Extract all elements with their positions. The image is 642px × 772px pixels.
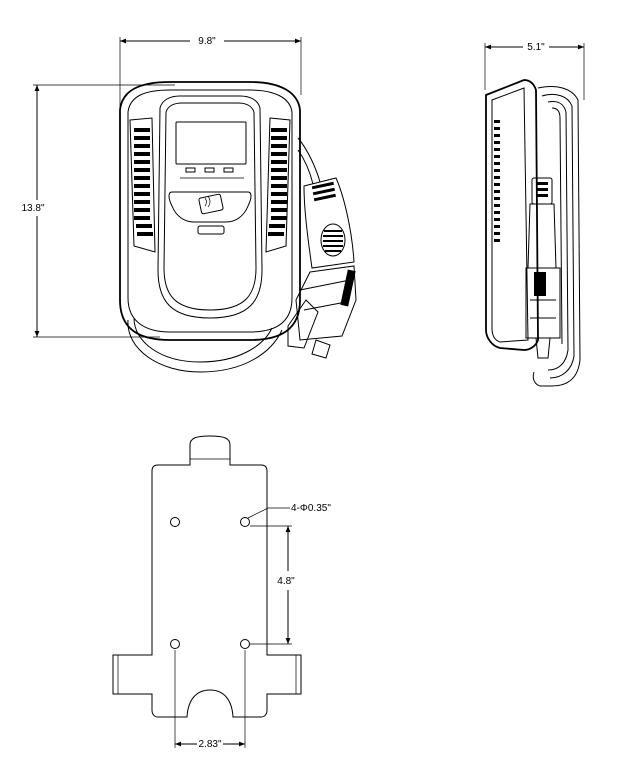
display-screen xyxy=(175,121,247,165)
hole-vertical-label: 4.8" xyxy=(277,576,295,587)
mounting-hole-bottom-right xyxy=(240,639,250,649)
left-vent-grille xyxy=(129,117,156,253)
hole-vertical-dimension: 4.8" xyxy=(277,526,295,644)
bracket-outline xyxy=(112,435,302,718)
side-view: 5.1" xyxy=(484,42,585,387)
hole-callout: 4-Φ0.35" xyxy=(247,503,331,519)
side-vent-grille xyxy=(494,120,500,242)
front-width-label: 9.8" xyxy=(198,36,216,47)
charging-connector xyxy=(287,177,357,359)
right-vent-grille xyxy=(265,117,291,253)
side-connector xyxy=(525,177,561,359)
side-depth-label: 5.1" xyxy=(527,42,545,53)
side-housing xyxy=(485,79,539,351)
front-height-dimension: 13.8" xyxy=(21,85,45,337)
rfid-card-icon xyxy=(198,193,224,215)
status-led-icon xyxy=(180,167,244,179)
charger-housing xyxy=(119,81,301,341)
front-height-label: 13.8" xyxy=(21,203,44,214)
mounting-hole-top-left xyxy=(170,517,180,527)
front-view: 9.8" 13.8" xyxy=(21,36,357,373)
hole-callout-label: 4-Φ0.35" xyxy=(291,503,331,514)
front-width-dimension: 9.8" xyxy=(120,36,301,47)
hole-horizontal-dimension: 2.83" xyxy=(175,739,245,750)
rfid-pad xyxy=(168,191,252,223)
front-face xyxy=(157,95,263,319)
side-cable-coil xyxy=(532,86,581,387)
mounting-hole-bottom-left xyxy=(170,639,180,649)
mounting-bracket: 4-Φ0.35" 4.8" 2.83" xyxy=(112,435,331,750)
hole-horizontal-label: 2.83" xyxy=(198,739,221,750)
mounting-hole-top-right xyxy=(240,517,250,527)
side-depth-dimension: 5.1" xyxy=(485,42,584,53)
